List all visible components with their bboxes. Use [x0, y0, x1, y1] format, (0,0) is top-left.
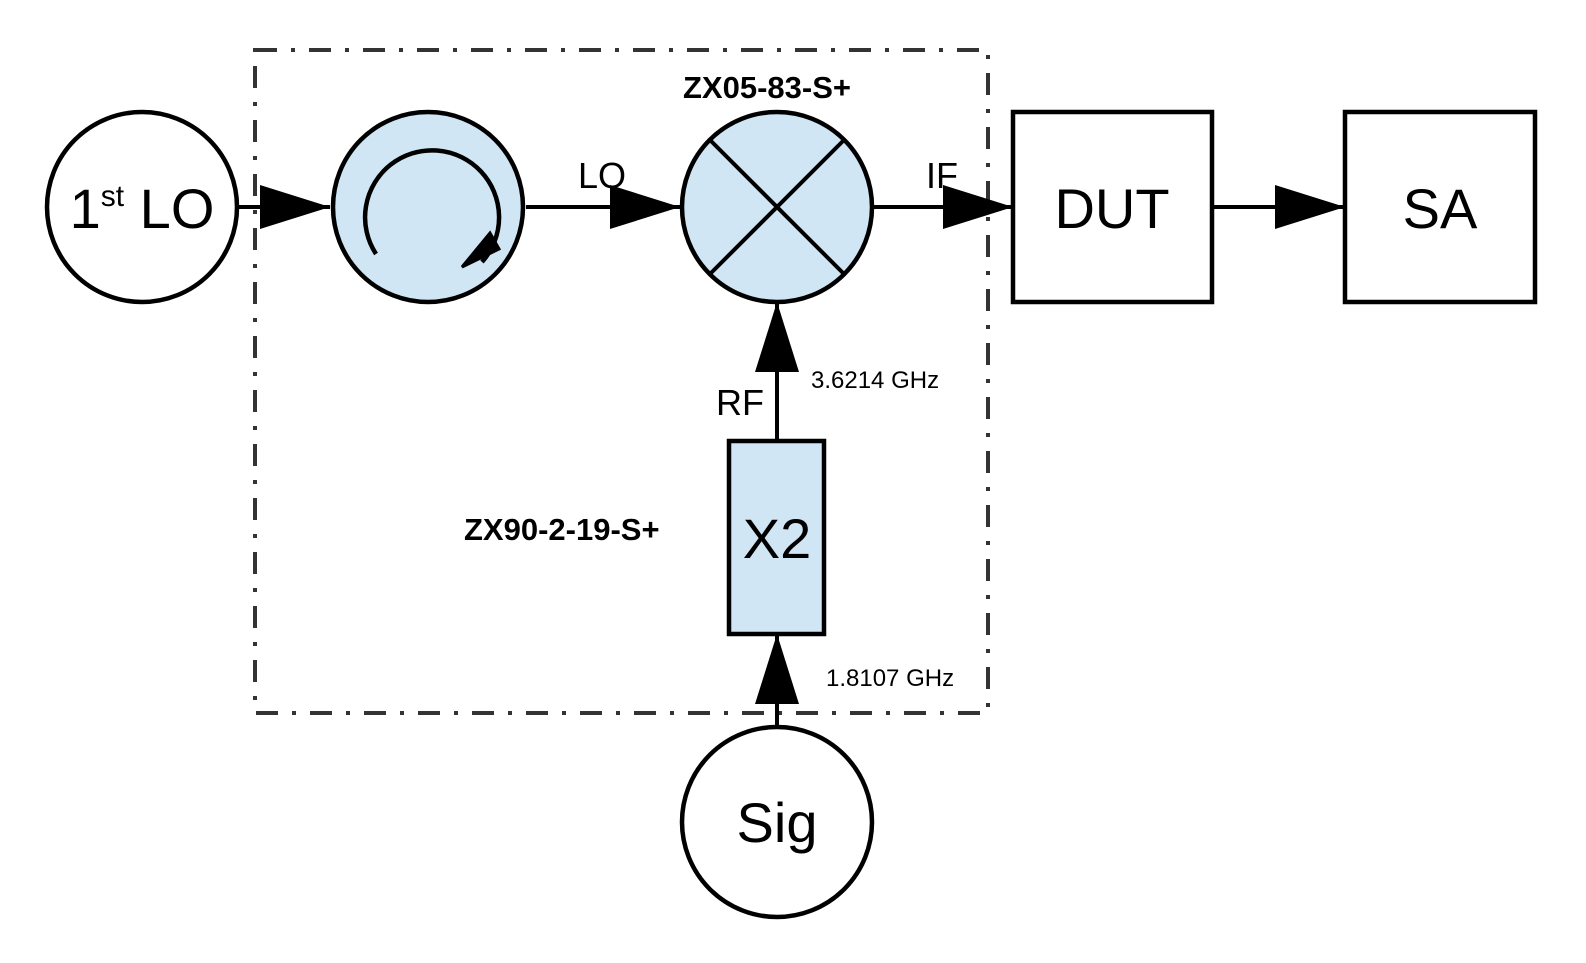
module-enclosure: [253, 48, 990, 715]
sa-block: SA: [1342, 109, 1538, 305]
sig-label: Sig: [737, 791, 818, 854]
circulator: [330, 109, 526, 305]
frequency-multiplier: X2: [726, 438, 827, 637]
sig-frequency-label: 1.8107 GHz: [826, 665, 954, 692]
rf-port-label: RF: [716, 382, 764, 423]
multiplier-part-number: ZX90-2-19-S+: [464, 512, 660, 547]
dut-label: DUT: [1054, 177, 1169, 240]
lo-port-label: LO: [578, 155, 626, 196]
sig-source: Sig: [679, 724, 875, 920]
first-lo-source: 1st LO: [44, 109, 240, 305]
mixer: [679, 109, 875, 305]
multiplier-label: X2: [743, 507, 812, 570]
if-port-label: IF: [926, 155, 958, 196]
rotation-arrow-icon: [362, 148, 502, 269]
mixer-part-number: ZX05-83-S+: [683, 70, 851, 105]
first-lo-label: 1st LO: [70, 177, 215, 240]
rf-frequency-label: 3.6214 GHz: [811, 367, 939, 394]
dut-block: DUT: [1010, 109, 1215, 305]
sa-label: SA: [1403, 177, 1478, 240]
x-cross-icon: [708, 138, 846, 276]
